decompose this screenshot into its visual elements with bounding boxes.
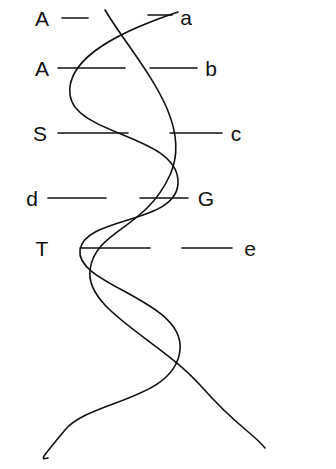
base-pair-rung <box>182 247 232 249</box>
base-label: a <box>179 7 193 28</box>
dna-strand <box>43 12 180 459</box>
base-label: G <box>197 188 215 209</box>
base-pair-rung <box>170 132 222 134</box>
base-label: e <box>243 238 257 259</box>
base-pair-rung <box>48 197 106 199</box>
base-pair-rung <box>58 132 128 134</box>
base-label: d <box>25 188 39 209</box>
base-pair-rung <box>148 14 172 16</box>
base-label: T <box>35 238 50 259</box>
base-pair-rung <box>80 247 150 249</box>
base-label: A <box>34 8 50 29</box>
base-pair-rung <box>58 67 125 69</box>
base-label: b <box>204 58 218 79</box>
base-label: S <box>32 123 48 144</box>
base-label: c <box>230 123 243 144</box>
base-pair-rung <box>140 197 188 199</box>
base-pair-rung <box>150 67 197 69</box>
base-pair-rung <box>62 17 88 19</box>
base-label: A <box>34 58 50 79</box>
dna-strand <box>90 10 265 448</box>
